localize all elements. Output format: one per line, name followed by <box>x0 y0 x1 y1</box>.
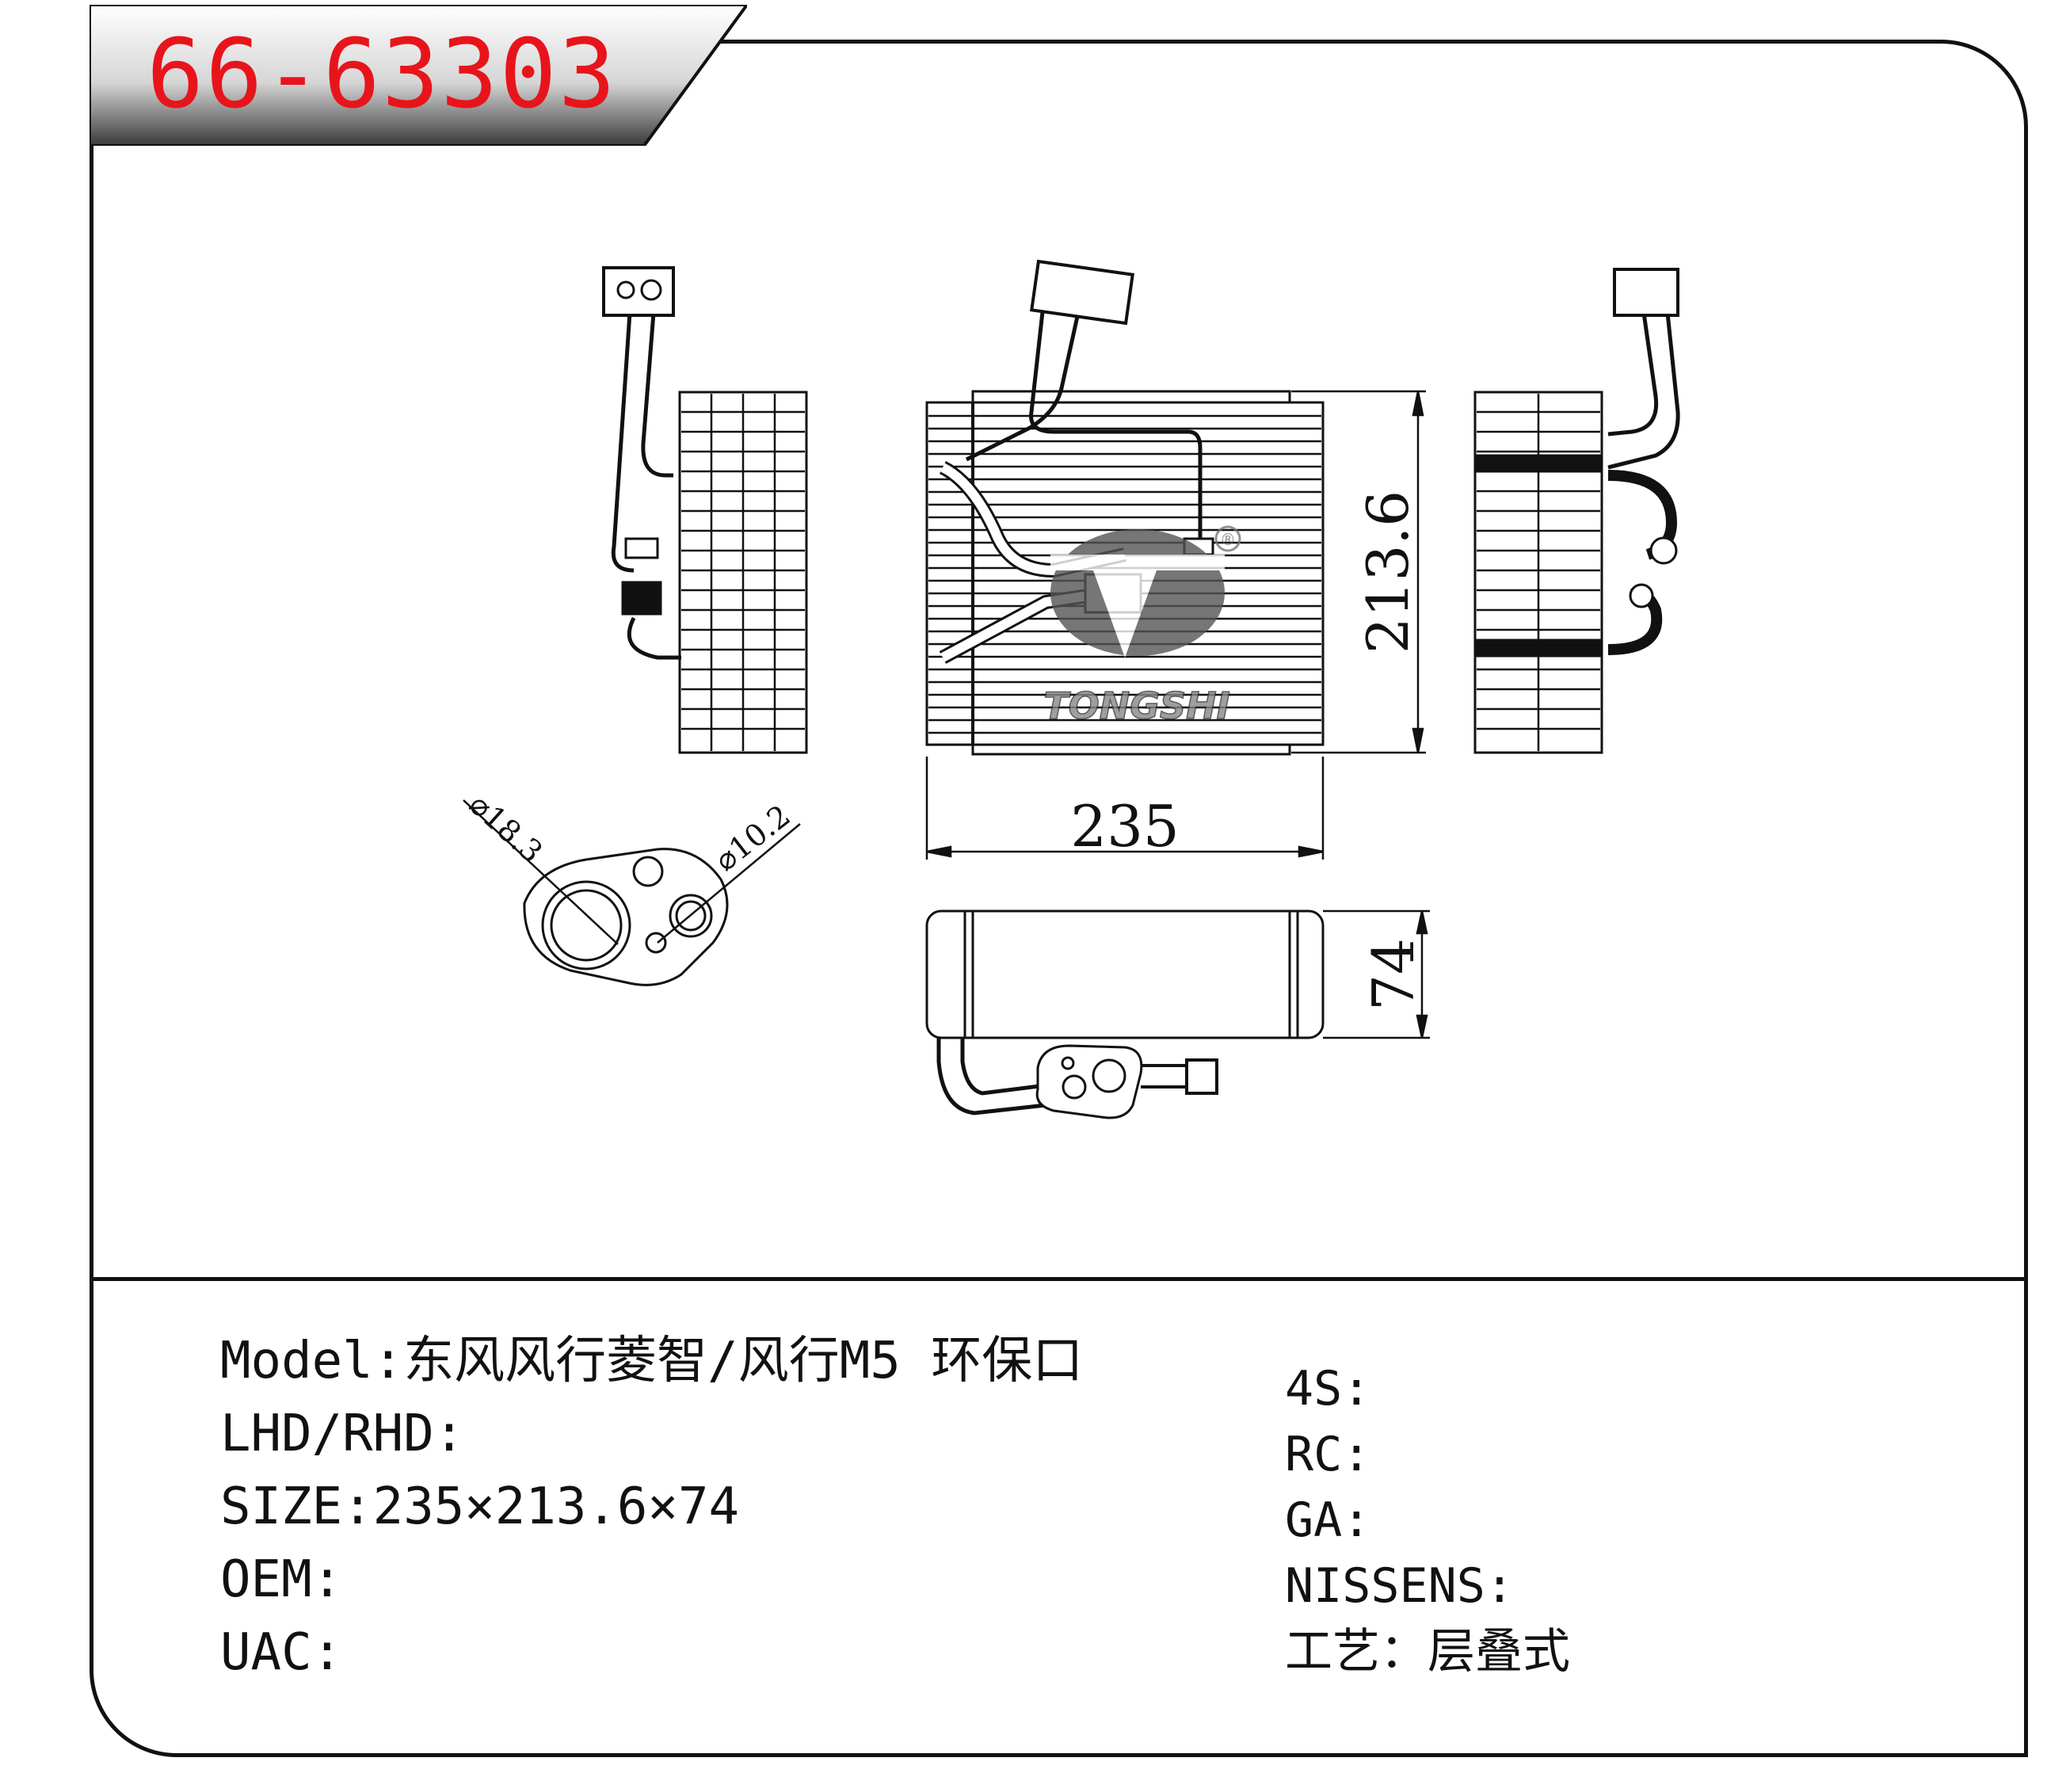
spec-row-4s: 4S: <box>1285 1356 1570 1422</box>
spec-label: RC <box>1285 1427 1343 1482</box>
spec-label: UAC <box>220 1623 312 1682</box>
dim-height: 213.6 <box>1355 490 1421 654</box>
spec-label: SIZE <box>220 1477 343 1536</box>
spec-sep: : <box>311 1550 343 1609</box>
spec-label: OEM <box>220 1550 312 1609</box>
spec-row-rc: RC: <box>1285 1422 1570 1488</box>
tongshi-logo: ® TONGSHI <box>1043 525 1241 728</box>
right-side-view <box>1473 268 1680 754</box>
dim-width: 235 <box>1070 793 1179 860</box>
model-number: 66-63303 <box>147 20 617 130</box>
section-divider <box>90 1277 2028 1281</box>
spec-sep: : <box>1342 1427 1371 1482</box>
spec-row-uac: UAC: <box>220 1616 1083 1689</box>
spec-value: 层叠式 <box>1428 1624 1570 1680</box>
spec-sep: : <box>372 1332 404 1390</box>
dim-depth: 74 <box>1360 938 1427 1011</box>
spec-row-lhd-rhd: LHD/RHD: <box>220 1397 1083 1470</box>
model-tag-background <box>90 5 747 146</box>
spec-label: GA <box>1285 1493 1343 1548</box>
spec-sep: ： <box>1380 1624 1428 1680</box>
outer-frame <box>90 40 2028 1757</box>
registered-mark: ® <box>1220 530 1236 549</box>
spec-sep: : <box>1485 1558 1514 1614</box>
port-flange-detail <box>463 799 801 986</box>
spec-label: Model <box>220 1332 373 1390</box>
spec-row-model: Model:东风风行菱智/风行M5 环保口 <box>220 1325 1083 1397</box>
spec-label: 4S <box>1285 1361 1343 1416</box>
spec-row-ga: GA: <box>1285 1488 1570 1554</box>
spec-label: NISSENS <box>1285 1558 1485 1614</box>
front-view <box>925 259 1325 756</box>
spec-row-nissens: NISSENS: <box>1285 1554 1570 1619</box>
bottom-view <box>925 909 1325 1119</box>
model-tag: 66-63303 <box>90 5 747 146</box>
spec-row-size: SIZE:235×213.6×74 <box>220 1470 1083 1543</box>
spec-sep: : <box>311 1623 343 1682</box>
spec-label: 工艺 <box>1285 1624 1380 1680</box>
left-side-view <box>602 266 808 754</box>
spec-label: LHD/RHD <box>220 1405 434 1463</box>
dim-port-large: ⌀18.3 <box>463 787 549 870</box>
specs-right: 4S: RC: GA: NISSENS: 工艺：层叠式 <box>1285 1356 1570 1685</box>
spec-value: 235×213.6×74 <box>372 1477 740 1536</box>
spec-sep: : <box>1342 1361 1371 1416</box>
spec-row-oem: OEM: <box>220 1543 1083 1616</box>
spec-row-process: 工艺：层叠式 <box>1285 1619 1570 1685</box>
spec-sep: : <box>342 1477 373 1536</box>
logo-text: TONGSHI <box>1043 684 1229 727</box>
spec-value: 东风风行菱智/风行M5 环保口 <box>403 1332 1084 1390</box>
specs-left: Model:东风风行菱智/风行M5 环保口 LHD/RHD: SIZE:235×… <box>220 1325 1083 1689</box>
spec-sep: : <box>1342 1493 1371 1548</box>
dimension-lines <box>925 390 1430 1039</box>
spec-sep: : <box>433 1405 465 1463</box>
